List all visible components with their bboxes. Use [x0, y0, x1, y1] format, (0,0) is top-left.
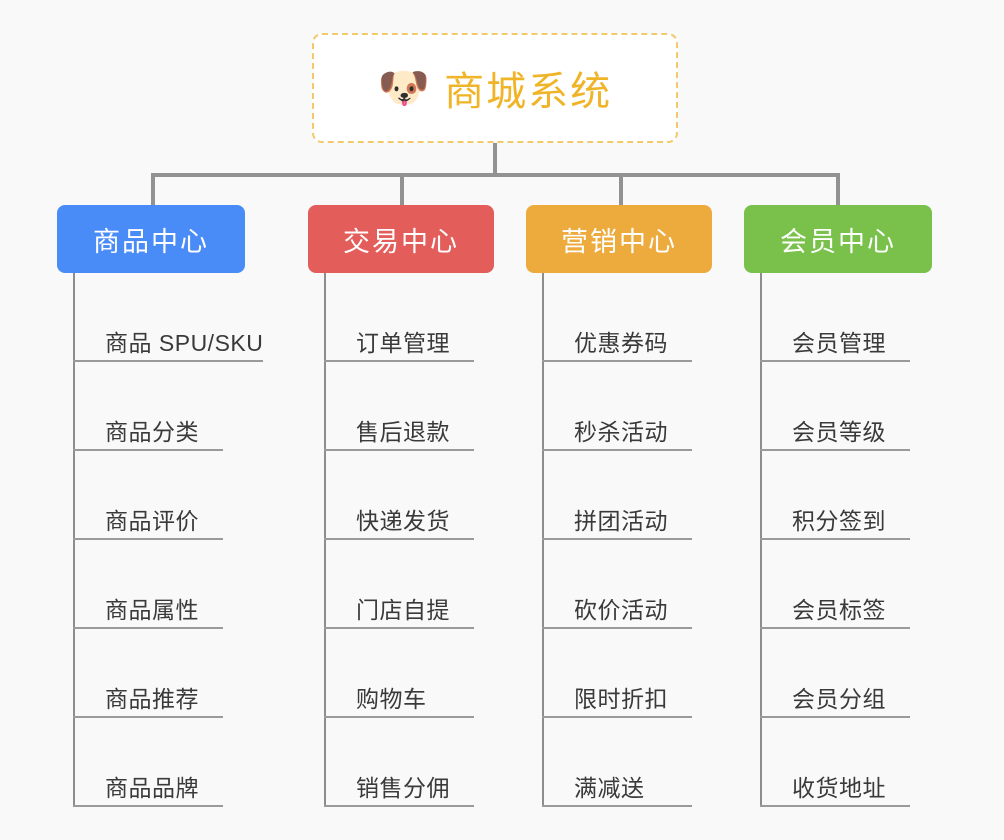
category-box-member-center[interactable]: 会员中心 — [744, 205, 932, 273]
leaf-list-member-center: 会员管理 会员等级 积分签到 会员标签 会员分组 收货地址 — [760, 273, 932, 807]
connector-drop-member-center — [836, 173, 840, 207]
leaf-label: 会员分组 — [792, 686, 886, 713]
leaf-item[interactable]: 限时折扣 — [542, 629, 692, 718]
leaf-label: 订单管理 — [356, 330, 450, 357]
leaf-label: 销售分佣 — [356, 775, 450, 802]
leaf-item[interactable]: 商品品牌 — [73, 718, 223, 807]
branch-trade-center: 交易中心 订单管理 售后退款 快递发货 门店自提 购物车 销售分佣 — [308, 205, 494, 807]
branch-marketing-center: 营销中心 优惠券码 秒杀活动 拼团活动 砍价活动 限时折扣 满减送 — [526, 205, 712, 807]
leaf-item[interactable]: 会员等级 — [760, 362, 910, 451]
leaf-label: 优惠券码 — [574, 330, 668, 357]
tree-rail — [542, 273, 544, 807]
leaf-label: 商品 SPU/SKU — [105, 330, 264, 357]
leaf-label: 限时折扣 — [574, 686, 668, 713]
leaf-label: 快递发货 — [356, 508, 450, 535]
leaf-item[interactable]: 商品 SPU/SKU — [73, 273, 264, 362]
leaf-list-marketing-center: 优惠券码 秒杀活动 拼团活动 砍价活动 限时折扣 满减送 — [542, 273, 712, 807]
leaf-label: 拼团活动 — [574, 508, 668, 535]
leaf-list-product-center: 商品 SPU/SKU 商品分类 商品评价 商品属性 商品推荐 商品品牌 — [73, 273, 264, 807]
leaf-label: 商品评价 — [105, 508, 199, 535]
connector-stem — [493, 143, 497, 175]
leaf-label: 积分签到 — [792, 508, 886, 535]
leaf-label: 砍价活动 — [574, 597, 668, 624]
leaf-label: 秒杀活动 — [574, 419, 668, 446]
leaf-item[interactable]: 会员标签 — [760, 540, 910, 629]
leaf-item[interactable]: 会员分组 — [760, 629, 910, 718]
leaf-label: 会员管理 — [792, 330, 886, 357]
leaf-label: 门店自提 — [356, 597, 450, 624]
tree-rail — [73, 273, 75, 807]
leaf-list-trade-center: 订单管理 售后退款 快递发货 门店自提 购物车 销售分佣 — [324, 273, 494, 807]
category-label: 商品中心 — [93, 226, 209, 257]
category-box-trade-center[interactable]: 交易中心 — [308, 205, 494, 273]
leaf-item[interactable]: 门店自提 — [324, 540, 474, 629]
leaf-item[interactable]: 收货地址 — [760, 718, 910, 807]
connector-drop-marketing-center — [619, 173, 623, 207]
leaf-item[interactable]: 购物车 — [324, 629, 474, 718]
leaf-label: 会员标签 — [792, 597, 886, 624]
leaf-label: 商品品牌 — [105, 775, 199, 802]
root-title: 商城系统 — [444, 70, 613, 114]
branch-member-center: 会员中心 会员管理 会员等级 积分签到 会员标签 会员分组 收货地址 — [744, 205, 932, 807]
leaf-item[interactable]: 商品评价 — [73, 451, 223, 540]
leaf-item[interactable]: 快递发货 — [324, 451, 474, 540]
leaf-item[interactable]: 积分签到 — [760, 451, 910, 540]
leaf-label: 售后退款 — [356, 419, 450, 446]
category-box-marketing-center[interactable]: 营销中心 — [526, 205, 712, 273]
branch-product-center: 商品中心 商品 SPU/SKU 商品分类 商品评价 商品属性 商品推荐 商品品牌 — [57, 205, 264, 807]
leaf-item[interactable]: 商品属性 — [73, 540, 223, 629]
leaf-item[interactable]: 会员管理 — [760, 273, 910, 362]
category-box-product-center[interactable]: 商品中心 — [57, 205, 245, 273]
connector-drop-product-center — [151, 173, 155, 207]
connector-drop-trade-center — [400, 173, 404, 207]
tree-rail — [324, 273, 326, 807]
leaf-item[interactable]: 拼团活动 — [542, 451, 692, 540]
leaf-item[interactable]: 商品分类 — [73, 362, 223, 451]
connector-bus — [151, 173, 840, 177]
leaf-label: 购物车 — [356, 686, 427, 713]
leaf-item[interactable]: 砍价活动 — [542, 540, 692, 629]
tree-rail — [760, 273, 762, 807]
leaf-item[interactable]: 商品推荐 — [73, 629, 223, 718]
leaf-item[interactable]: 销售分佣 — [324, 718, 474, 807]
root-node[interactable]: 🐶 商城系统 — [312, 33, 678, 143]
leaf-label: 商品属性 — [105, 597, 199, 624]
category-label: 会员中心 — [780, 226, 896, 257]
leaf-item[interactable]: 满减送 — [542, 718, 692, 807]
leaf-item[interactable]: 订单管理 — [324, 273, 474, 362]
leaf-label: 会员等级 — [792, 419, 886, 446]
leaf-label: 收货地址 — [792, 775, 886, 802]
leaf-item[interactable]: 优惠券码 — [542, 273, 692, 362]
category-label: 交易中心 — [343, 226, 459, 257]
leaf-label: 商品推荐 — [105, 686, 199, 713]
leaf-label: 商品分类 — [105, 419, 199, 446]
category-label: 营销中心 — [561, 226, 677, 257]
dog-face-icon: 🐶 — [377, 64, 431, 111]
leaf-label: 满减送 — [574, 775, 645, 802]
leaf-item[interactable]: 售后退款 — [324, 362, 474, 451]
leaf-item[interactable]: 秒杀活动 — [542, 362, 692, 451]
